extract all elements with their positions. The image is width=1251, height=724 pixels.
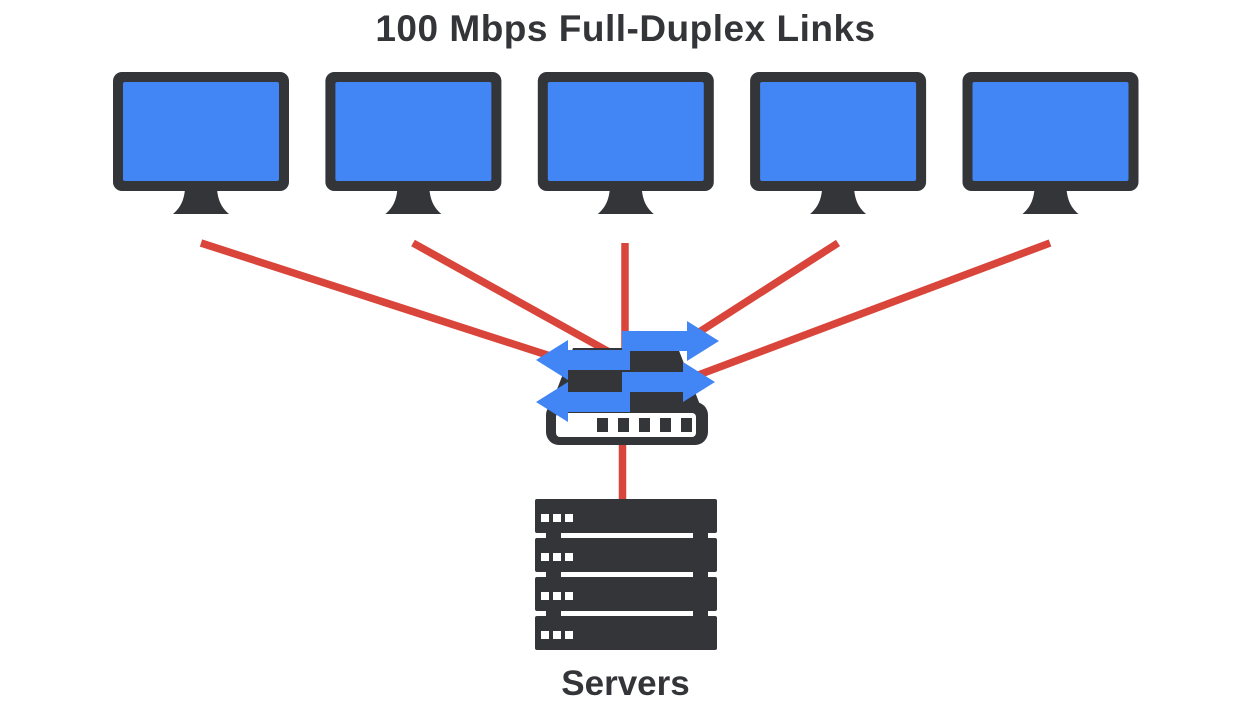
link-workstation-2: [411, 239, 622, 362]
arrow-right-icon: [622, 362, 715, 402]
link-workstation-1: [199, 239, 614, 380]
link-lines: [199, 239, 1052, 500]
workstation-icon-4: [750, 72, 927, 214]
server-led: [553, 592, 561, 600]
servers-icon: [535, 499, 717, 650]
workstation-icon-1: [113, 72, 289, 214]
full-duplex-arrows: [536, 321, 719, 422]
workstation-icon-3: [537, 72, 714, 214]
server-unit-body: [535, 577, 717, 611]
arrow-left-icon: [536, 340, 630, 380]
servers-label: Servers: [561, 664, 690, 703]
server-unit-body: [535, 538, 717, 572]
switch-port: [597, 418, 608, 432]
server-led: [553, 553, 561, 561]
workstation-icon-2: [325, 72, 502, 214]
switch-port: [639, 418, 650, 432]
switch-icon: [536, 321, 719, 445]
server-led: [565, 631, 573, 639]
server-led: [541, 553, 549, 561]
server-unit-body: [535, 616, 717, 650]
server-led: [565, 592, 573, 600]
server-led: [541, 631, 549, 639]
server-unit: [535, 538, 717, 572]
server-led: [565, 553, 573, 561]
server-unit-body: [535, 499, 717, 533]
switch-port: [618, 418, 629, 432]
switch-port: [660, 418, 671, 432]
server-unit: [535, 616, 717, 650]
link-workstation-5: [643, 239, 1052, 399]
diagram-title: 100 Mbps Full-Duplex Links: [375, 8, 876, 49]
arrow-left-icon: [536, 382, 630, 422]
server-led: [541, 592, 549, 600]
server-unit: [535, 577, 717, 611]
switch-ports: [597, 418, 692, 432]
server-led: [541, 514, 549, 522]
server-led: [553, 514, 561, 522]
workstations-row: [113, 72, 1139, 214]
workstation-icon-5: [962, 72, 1139, 214]
server-led: [565, 514, 573, 522]
arrow-right-icon: [622, 321, 719, 361]
switch-port: [681, 418, 692, 432]
server-unit: [535, 499, 717, 533]
server-led: [553, 631, 561, 639]
